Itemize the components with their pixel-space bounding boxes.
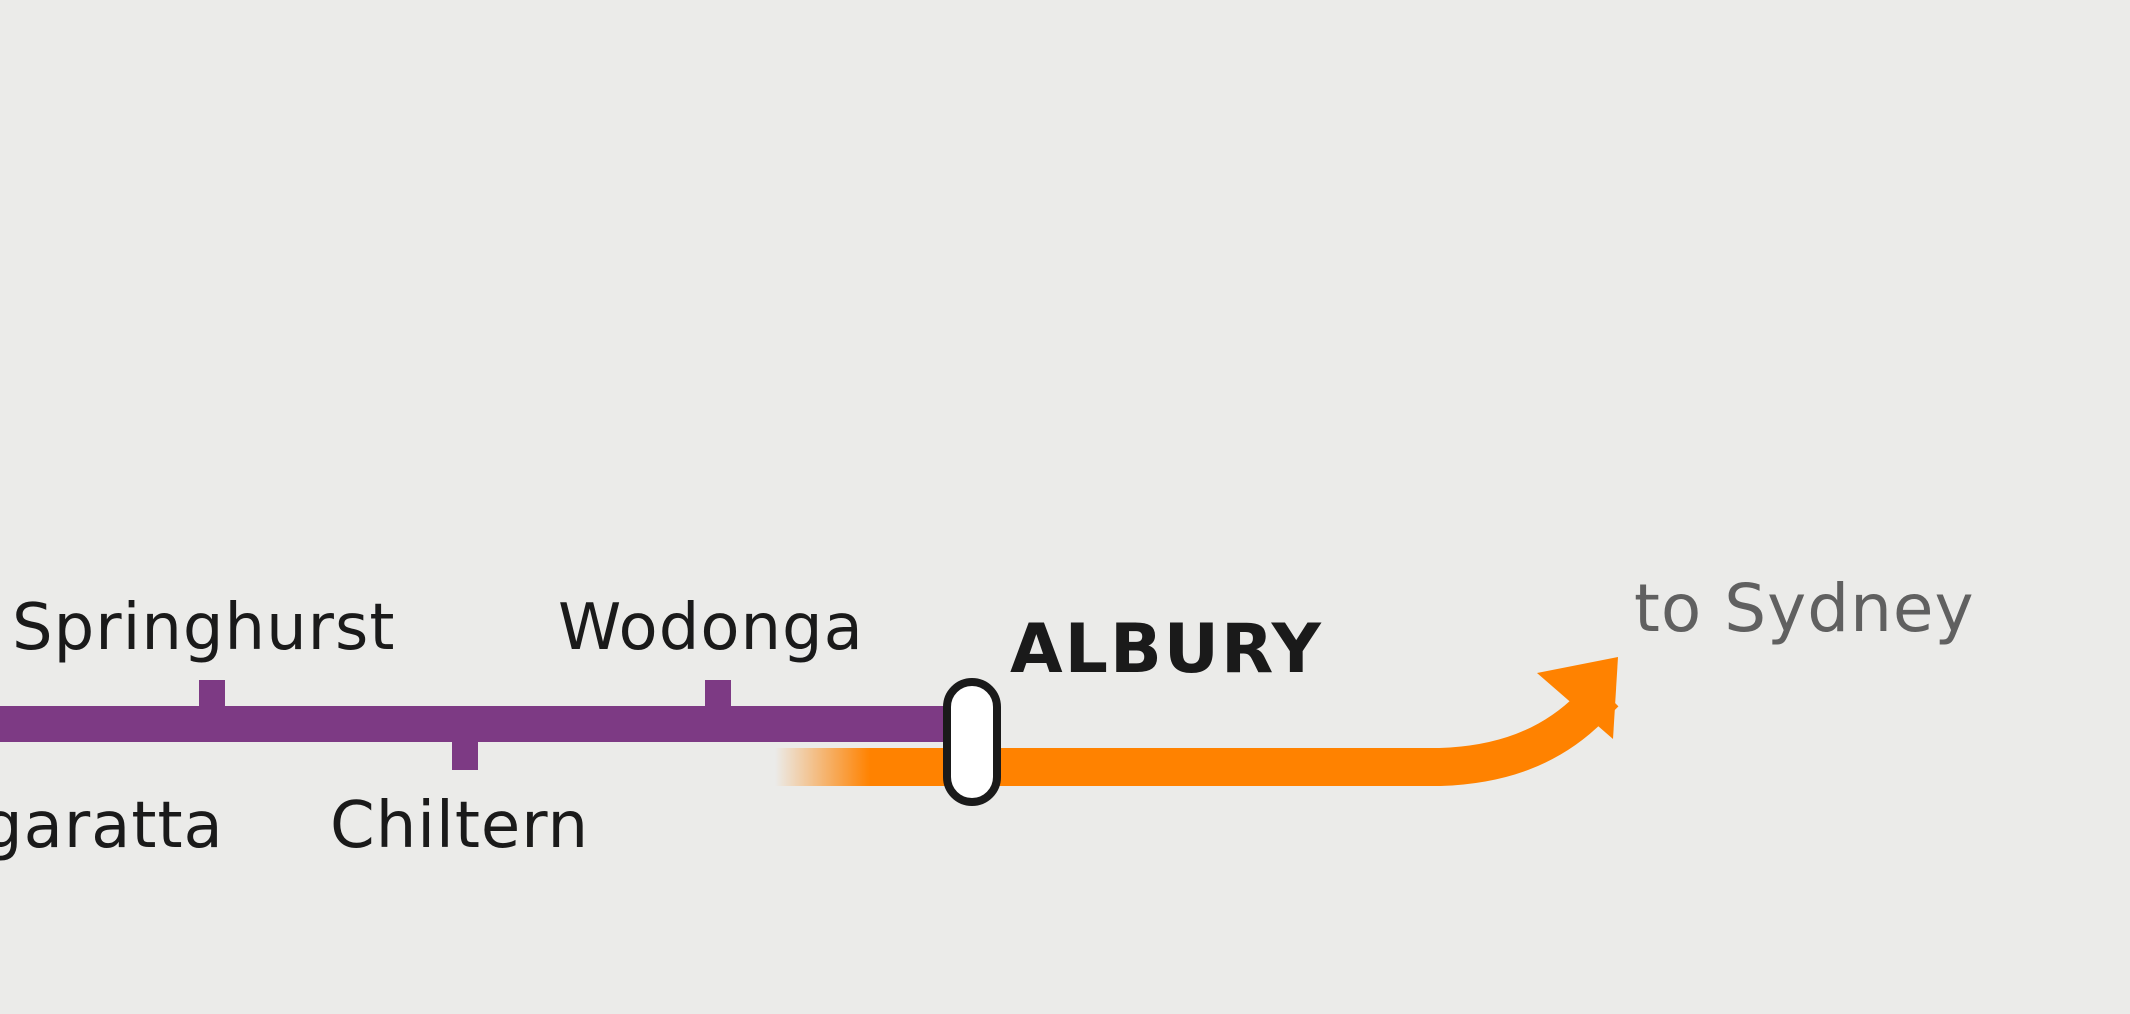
station-label-wodonga: Wodonga [558, 591, 864, 665]
albury-interchange-marker [943, 678, 1001, 806]
springhurst-station-tick [199, 680, 225, 710]
station-label-wangaratta: Wangaratta [0, 789, 224, 863]
chiltern-station-tick [452, 738, 478, 770]
station-label-springhurst: Springhurst [12, 591, 396, 665]
station-label-chiltern: Chiltern [330, 789, 590, 863]
orange-line-arrowhead [1537, 657, 1618, 739]
station-label-albury: ALBURY [1010, 610, 1323, 689]
wodonga-station-tick [705, 680, 731, 710]
destination-label: to Sydney [1634, 570, 1975, 647]
purple-line-track [0, 706, 975, 742]
orange-line-track [775, 679, 1619, 786]
